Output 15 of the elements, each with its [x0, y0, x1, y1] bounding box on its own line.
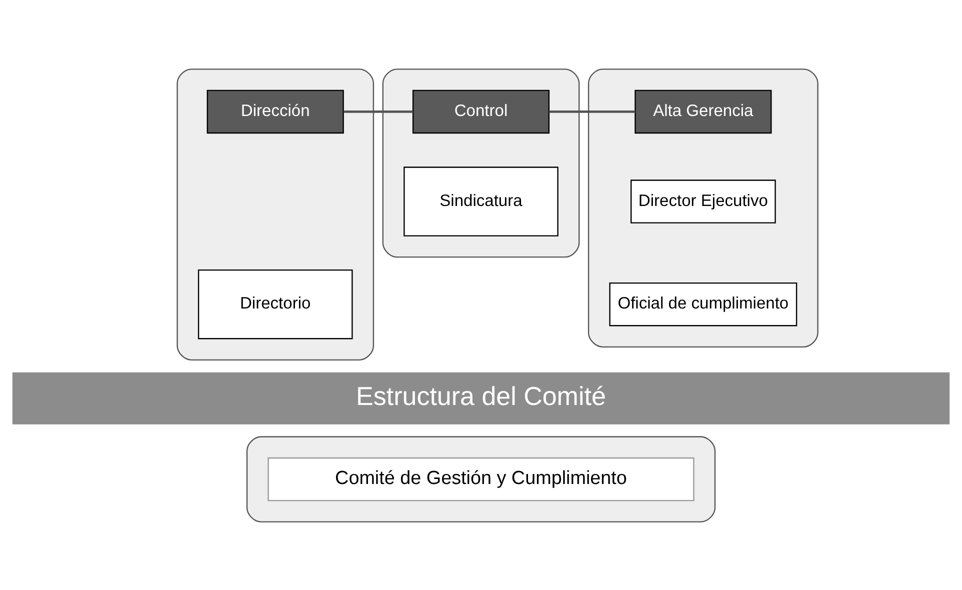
node-box: Alta Gerencia	[634, 89, 772, 134]
node-box: Director Ejecutivo	[630, 179, 776, 223]
node-box: Oficial de cumplimiento	[609, 282, 798, 326]
connector	[344, 110, 413, 112]
node-box: Comité de Gestión y Cumplimiento	[268, 456, 694, 501]
cluster	[176, 68, 374, 360]
node-box: Sindicatura	[404, 166, 558, 236]
cluster	[246, 436, 716, 522]
node-box: Estructura del Comité	[12, 372, 950, 424]
cluster	[588, 68, 818, 347]
node-box: Control	[412, 89, 550, 134]
connector	[549, 110, 636, 112]
node-box: Directorio	[198, 269, 353, 339]
cluster	[382, 68, 580, 258]
node-box: Dirección	[206, 89, 344, 134]
